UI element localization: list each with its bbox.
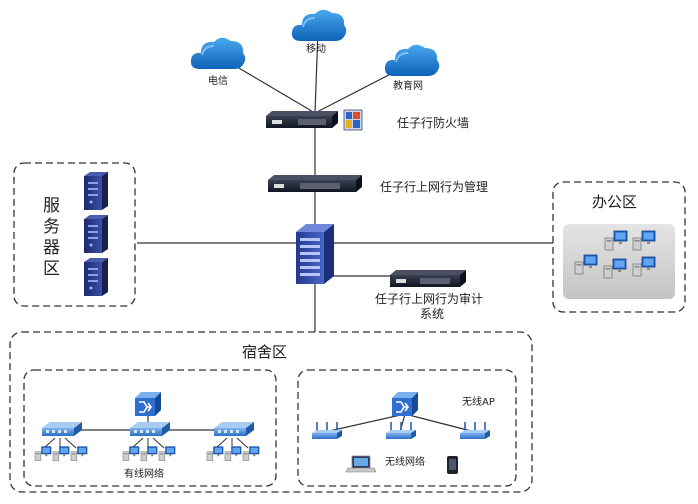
pc-icon [140,446,158,461]
wired-zone-box [23,369,277,487]
switch-icon [214,422,254,436]
server-zone-box [13,162,136,307]
switch-icon [130,422,170,436]
pc-icon [52,446,70,461]
audit-label-line2: 系统 [420,307,445,321]
switch-icon [42,422,82,436]
access-point-icon [460,422,490,440]
cloud-icon-telecom [189,36,247,70]
server-icon [84,258,108,296]
router-device-icon-audit [390,270,466,287]
pc-icon [242,446,260,461]
pc-icon [206,446,224,461]
cloud-label-telecom: 电信 [208,76,228,87]
access-point-icon [386,422,416,440]
wireless-network-label: 无线网络 [385,457,425,468]
server-icon [84,215,108,253]
cloud-icon-mobile [290,8,348,42]
office-zone-title: 办公区 [592,193,638,211]
pc-icon [122,446,140,461]
dorm-zone-box [9,331,533,493]
pc-icon [158,446,176,461]
pc-icon [224,446,242,461]
router-device-icon-management [268,175,362,192]
behavior-management-label: 任子行上网行为管理 [380,180,489,194]
office-zone-box [552,181,686,313]
switch-icon-wireless-core [392,392,418,416]
core-switch-icon [296,224,334,284]
firewall-device-icon [266,109,363,131]
laptop-icon [345,455,377,473]
server-icon [84,172,108,210]
wired-network-label: 有线网络 [124,469,164,480]
firewall-label: 任子行防火墙 [397,116,470,130]
pc-icon [70,446,88,461]
cloud-label-education: 教育网 [393,81,423,92]
wireless-zone-box [297,369,517,487]
phone-icon [447,456,458,474]
access-point-icon [312,422,342,440]
wired-pc-links [43,437,249,449]
cloud-label-mobile: 移动 [306,44,326,55]
switch-icon-wired-core [135,392,161,416]
audit-label-line1: 任子行上网行为审计 [375,292,484,306]
cloud-icon-education [383,43,441,77]
pc-icon [34,446,52,461]
dorm-zone-title: 宿舍区 [242,343,288,361]
wireless-ap-label: 无线AP [462,397,495,408]
server-zone-title: 服务器区 [39,196,59,280]
